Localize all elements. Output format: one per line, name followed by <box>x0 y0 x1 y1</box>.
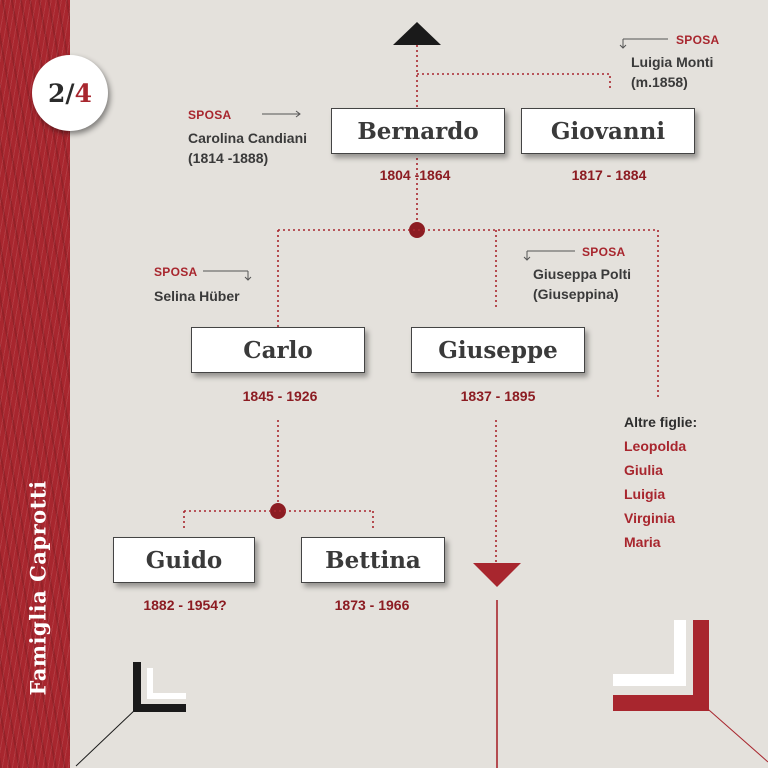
arrow-right-icon <box>262 110 301 118</box>
daughter-name: Luigia <box>624 486 666 502</box>
person-box-giuseppe: Giuseppe <box>411 327 585 373</box>
corner-right-decoration <box>613 620 768 763</box>
spouse-bernardo: Carolina Candiani (1814 -1888) <box>188 128 307 168</box>
page-total: 4 <box>74 78 92 108</box>
person-box-guido: Guido <box>113 537 255 583</box>
spouse-carlo-name: Selina Hüber <box>154 288 240 304</box>
down-arrow-icon <box>473 563 521 587</box>
page-current: 2 <box>48 78 66 108</box>
spouse-carlo: Selina Hüber <box>154 286 240 306</box>
dates-guido: 1882 - 1954? <box>143 597 227 613</box>
corner-left-decoration <box>75 662 186 767</box>
other-daughters-title: Altre figlie: <box>624 414 698 430</box>
spouse-giuseppe-name: Giuseppa Polti <box>533 266 632 282</box>
person-box-giovanni: Giovanni <box>521 108 695 154</box>
person-box-bettina: Bettina <box>301 537 445 583</box>
spouse-label-carlo: SPOSA <box>154 265 198 279</box>
spouse-label-giuseppe: SPOSA <box>582 245 626 259</box>
spouse-giuseppe-nickname: (Giuseppina) <box>533 286 619 302</box>
spouse-giovanni-name: Luigia Monti <box>631 54 714 70</box>
arrow-down-left-icon <box>619 38 668 49</box>
spouse-label-bernardo: SPOSA <box>188 108 232 122</box>
dates-giovanni: 1817 - 1884 <box>571 167 647 183</box>
dates-bettina: 1873 - 1966 <box>334 597 410 613</box>
dates-bernardo: 1804 -1864 <box>379 167 451 183</box>
junction-dot <box>409 222 425 238</box>
dates-carlo: 1845 - 1926 <box>242 388 318 404</box>
daughter-name: Leopolda <box>624 438 687 454</box>
spouse-giuseppe: Giuseppa Polti (Giuseppina) <box>533 264 631 304</box>
other-daughters: Altre figlie: Leopolda Giulia Luigia Vir… <box>624 410 697 554</box>
spouse-bernardo-dates: (1814 -1888) <box>188 150 269 166</box>
page-indicator: 2/4 <box>32 55 108 131</box>
spouse-label-giovanni: SPOSA <box>676 33 720 47</box>
person-box-carlo: Carlo <box>191 327 365 373</box>
dates-giuseppe: 1837 - 1895 <box>460 388 536 404</box>
spouse-giovanni-marriage: (m.1858) <box>631 74 688 90</box>
arrow-right-down-icon <box>203 270 252 281</box>
spouse-giovanni: Luigia Monti (m.1858) <box>631 52 713 92</box>
person-box-bernardo: Bernardo <box>331 108 505 154</box>
daughter-name: Maria <box>624 534 661 550</box>
daughter-name: Virginia <box>624 510 676 526</box>
page-separator: / <box>65 78 75 108</box>
up-arrow-icon <box>393 22 441 45</box>
spouse-bernardo-name: Carolina Candiani <box>188 130 308 146</box>
daughter-name: Giulia <box>624 462 663 478</box>
arrow-down-left-icon <box>523 250 575 261</box>
junction-dot <box>270 503 286 519</box>
